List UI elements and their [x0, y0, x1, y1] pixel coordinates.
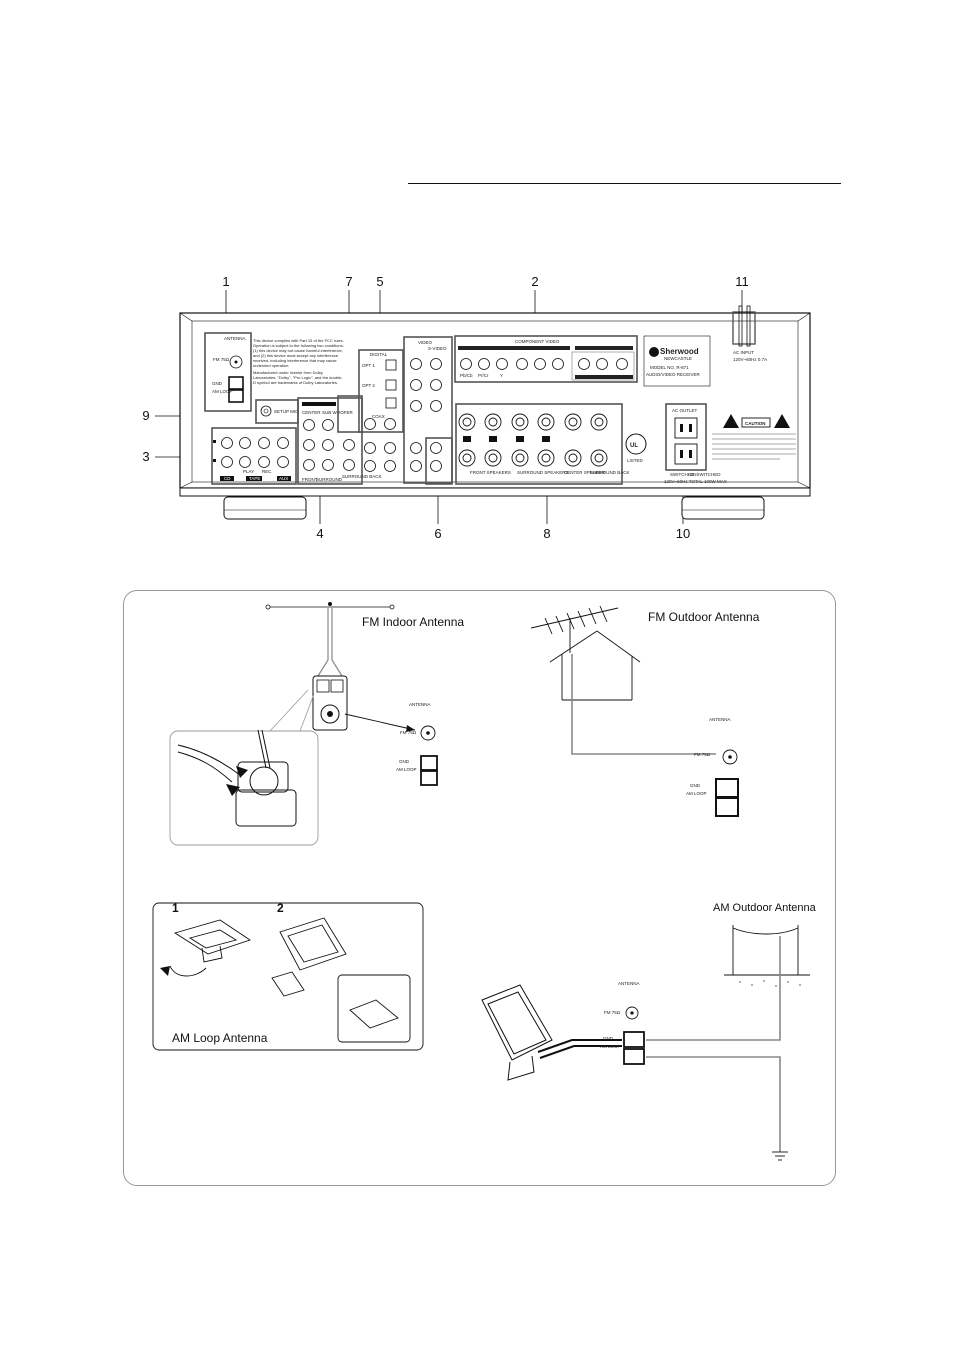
rp-surroundspk-label: SURROUND SPEAKERS — [517, 470, 569, 475]
rp-opt1-label: OPT 1 — [362, 363, 375, 368]
callout-1: 1 — [222, 274, 230, 289]
fmo-gnd-label: GND — [690, 783, 701, 788]
callout-11: 11 — [735, 274, 749, 289]
rp-frontspk-label: FRONT SPEAKERS — [470, 470, 511, 475]
antenna-connections-panel — [123, 590, 836, 1186]
rp-svideo-label: S-VIDEO — [428, 346, 447, 351]
fm-outdoor-title: FM Outdoor Antenna — [648, 610, 760, 624]
fmi-amloop-label: AM LOOP — [396, 767, 417, 772]
header-rule — [408, 183, 841, 184]
callout-9: 9 — [142, 408, 150, 423]
rp-acinput-label: AC INPUT — [733, 350, 754, 355]
rp-ul-logo: UL — [630, 443, 638, 449]
callout-5: 5 — [376, 274, 384, 289]
rp-acinput-rating: 120V~60Hz 0.7A — [733, 357, 767, 362]
rp-dolby-note: Manufactured under license from Dolby La… — [253, 370, 343, 385]
rp-avreceiver: AUDIO/VIDEO RECEIVER — [646, 372, 701, 377]
rp-model: MODEL NO. R-871 — [650, 365, 689, 370]
callout-3: 3 — [142, 449, 150, 464]
rp-digital-label: DIGITAL — [370, 352, 388, 357]
rp-center-label: CENTER — [302, 410, 321, 415]
rp-video-label: VIDEO — [418, 340, 433, 345]
rp-pbcb-label: Pb/Cb — [460, 373, 473, 378]
rp-listed-label: LISTED — [627, 458, 644, 463]
amo-amloop-label: AM LOOP — [600, 1044, 621, 1049]
rp-cd-label: CD — [224, 476, 231, 481]
amo-gnd-label: GND — [603, 1036, 614, 1041]
fm-indoor-title: FM Indoor Antenna — [362, 615, 464, 629]
rp-tape-label: TAPE — [249, 476, 260, 481]
fmo-antenna-label: ANTENNA — [709, 717, 731, 722]
am-loop-title: AM Loop Antenna — [172, 1031, 268, 1045]
rp-amloop-label: AM LOOP — [212, 389, 233, 394]
fm-indoor-antenna-drawing — [265, 602, 416, 732]
am-step-2: 2 — [277, 901, 284, 915]
rp-fm-label: FM 75Ω — [213, 357, 230, 362]
fmo-amloop-label: AM LOOP — [686, 791, 707, 796]
fmi-gnd-label: GND — [399, 759, 410, 764]
rp-surroundbackspk-label: SURROUND BACK — [590, 470, 630, 475]
rp-rec-label: REC — [262, 469, 272, 474]
rp-play-label: PLAY — [243, 469, 254, 474]
rp-front-label: FRONT — [302, 477, 318, 482]
amo-antenna-label: ANTENNA — [618, 981, 640, 986]
rp-brand: Sherwood — [660, 347, 699, 356]
callout-2: 2 — [531, 274, 539, 289]
rp-opt2-label: OPT 2 — [362, 383, 375, 388]
rp-surroundback-label: SURROUND BACK — [342, 474, 382, 479]
rp-setupmic-label: SETUP MIC — [274, 409, 299, 414]
rp-prcr-label: Pr/Cr — [478, 373, 489, 378]
rp-y-label: Y — [500, 373, 503, 378]
rp-compvideo-label: COMPONENT VIDEO — [515, 339, 560, 344]
rp-brand-sub: NEWCASTLE — [664, 356, 692, 361]
fmi-antenna-label: ANTENNA — [409, 702, 431, 707]
callout-7: 7 — [345, 274, 353, 289]
rp-surround-label: SURROUND — [316, 477, 343, 482]
antenna-diagrams: FM Indoor Antenna ANTENNA FM 75Ω GND AM … — [152, 602, 817, 1161]
rp-caution: CAUTION — [745, 421, 766, 426]
rp-gnd-label: GND — [212, 381, 223, 386]
am-step-1: 1 — [172, 901, 179, 915]
rp-coax-label: COAX — [372, 414, 385, 419]
rp-antenna-label: ANTENNA — [224, 336, 246, 341]
rp-centerspk-label: CENTER SPEAKER — [564, 470, 606, 475]
fmi-fm-label: FM 75Ω — [400, 730, 417, 735]
callout-8: 8 — [543, 526, 551, 541]
fmo-fm-label: FM 75Ω — [694, 752, 711, 757]
callout-10: 10 — [675, 526, 691, 541]
amo-fm-label: FM 75Ω — [604, 1010, 621, 1015]
rp-switched-label: SWITCHED — [670, 472, 695, 477]
am-outdoor-title: AM Outdoor Antenna — [713, 902, 817, 914]
rear-panel-diagram: ANTENNA FM 75Ω GND AM LOOP This device c… — [155, 290, 811, 524]
rp-fcc-note: This device complies with Part 15 of the… — [253, 338, 344, 368]
rp-unswitched-label: UNSWITCHED — [690, 472, 721, 477]
rp-acoutlet-label: AC OUTLET — [672, 408, 698, 413]
callout-6: 6 — [434, 526, 442, 541]
callout-4: 4 — [316, 526, 324, 541]
rp-aux-label: AUX — [279, 476, 288, 481]
rp-total-label: 120V~60Hz TOTAL 100W MAX — [664, 479, 727, 484]
